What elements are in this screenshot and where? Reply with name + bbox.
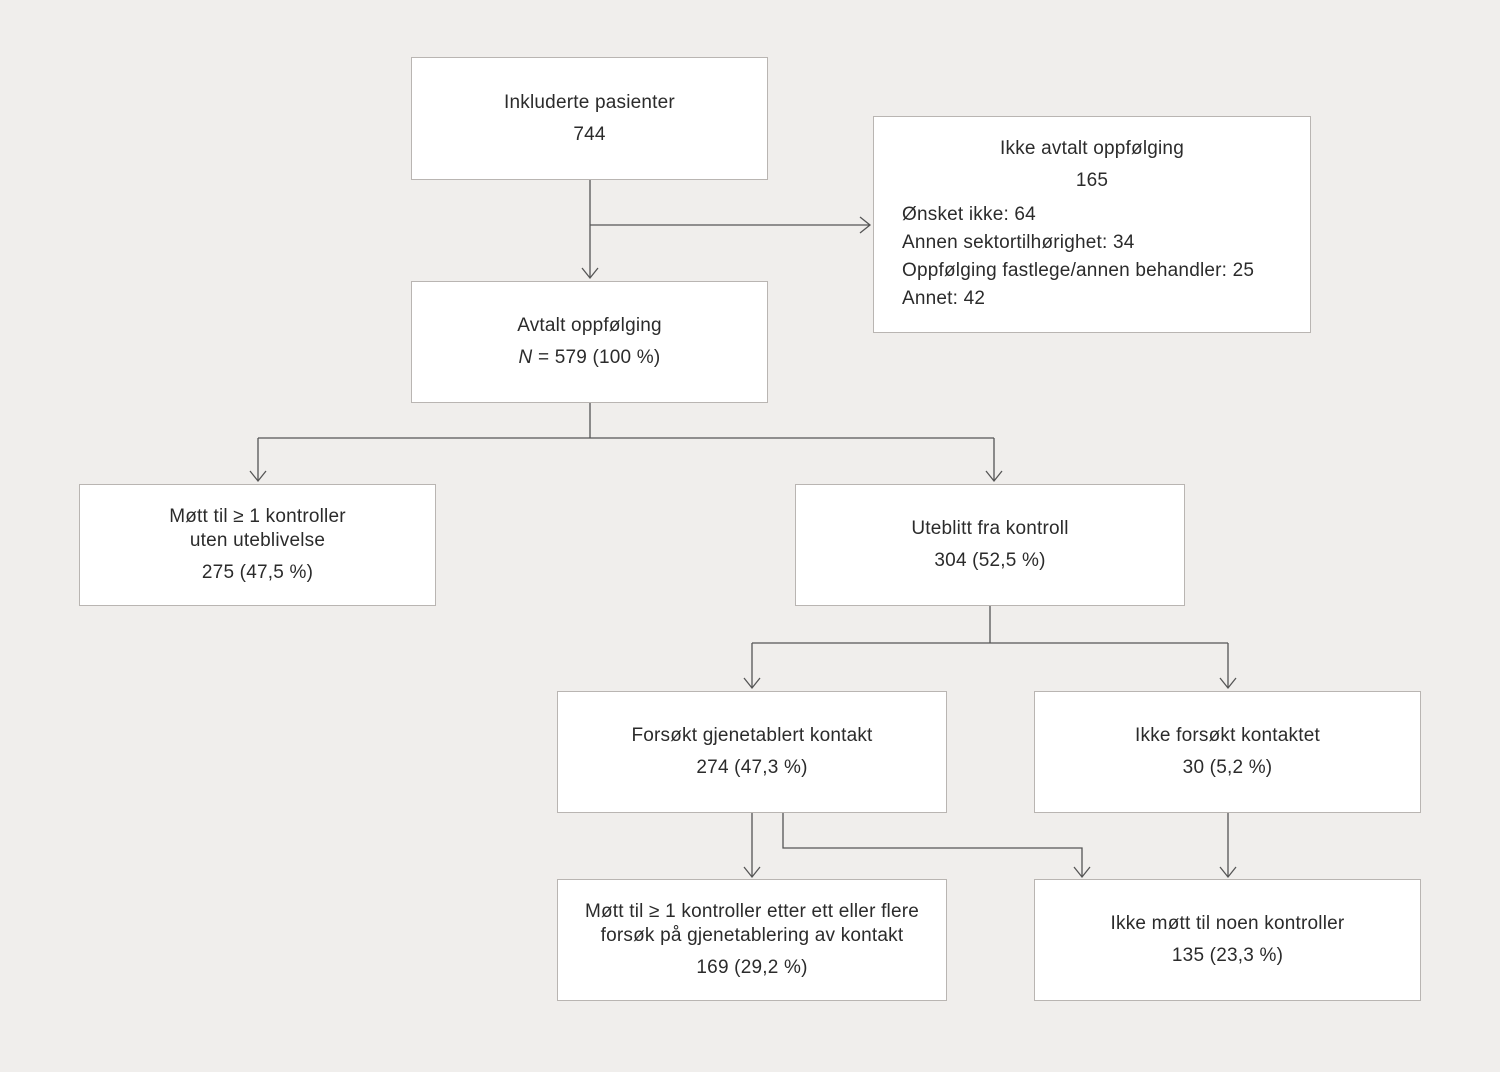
box-title: Uteblitt fra kontroll xyxy=(911,518,1069,539)
box-never-attended: Ikke møtt til noen kontroller 135 (23,3 … xyxy=(1034,879,1421,1001)
reason-list: Ønsket ikke: 64 Annen sektortilhørighet:… xyxy=(874,201,1310,313)
box-included-patients: Inkluderte pasienter 744 xyxy=(411,57,768,180)
box-missed-control: Uteblitt fra kontroll 304 (52,5 %) xyxy=(795,484,1185,606)
arrowhead xyxy=(1073,866,1091,879)
box-count: 135 (23,3 %) xyxy=(1171,945,1284,966)
reason-item: Ønsket ikke: 64 xyxy=(902,203,1036,225)
arrowhead xyxy=(249,470,267,483)
arrowhead xyxy=(985,470,1003,483)
box-attended-after-attempts: Møtt til ≥ 1 kontroller etter ett eller … xyxy=(557,879,947,1001)
box-title-line2: uten uteblivelse xyxy=(189,530,326,551)
connector-missed-split xyxy=(751,605,1229,688)
arrowhead xyxy=(581,267,599,280)
box-count: 744 xyxy=(573,123,606,145)
connector-attempted-never xyxy=(782,812,1083,877)
box-not-attempted-contact: Ikke forsøkt kontaktet 30 (5,2 %) xyxy=(1034,691,1421,813)
box-agreed-followup: Avtalt oppfølging N = 579 (100 %) xyxy=(411,281,768,403)
box-attempted-contact: Forsøkt gjenetablert kontakt 274 (47,3 %… xyxy=(557,691,947,813)
reason-item: Annen sektortilhørighet: 34 xyxy=(902,231,1135,253)
box-count: 275 (47,5 %) xyxy=(201,562,314,583)
box-title-line2: forsøk på gjenetablering av kontakt xyxy=(600,925,904,946)
n-value: = 579 (100 %) xyxy=(532,347,661,368)
reason-item: Annet: 42 xyxy=(902,287,986,309)
box-title: Ikke avtalt oppfølging xyxy=(1000,137,1184,159)
arrowhead xyxy=(743,866,761,879)
n-variable: N xyxy=(518,347,533,368)
reason-item: Oppfølging fastlege/annen behandler: 25 xyxy=(902,259,1255,281)
arrowhead xyxy=(1219,866,1237,879)
box-title: Ikke forsøkt kontaktet xyxy=(1135,725,1320,746)
box-count: 30 (5,2 %) xyxy=(1182,757,1273,778)
box-title: Avtalt oppfølging xyxy=(517,315,662,336)
box-title: Forsøkt gjenetablert kontakt xyxy=(631,725,873,746)
arrowhead xyxy=(743,677,761,690)
box-title-line1: Møtt til ≥ 1 kontroller etter ett eller … xyxy=(584,901,920,922)
box-count: 274 (47,3 %) xyxy=(696,757,808,778)
arrowhead xyxy=(859,216,872,234)
box-title: Inkluderte pasienter xyxy=(504,91,675,113)
box-not-agreed-followup: Ikke avtalt oppfølging 165 Ønsket ikke: … xyxy=(873,116,1311,333)
box-count: N = 579 (100 %) xyxy=(519,346,661,370)
box-count: 304 (52,5 %) xyxy=(934,550,1046,571)
box-title-line1: Møtt til ≥ 1 kontroller xyxy=(169,506,346,527)
connector-agreed-split xyxy=(257,402,995,481)
box-count: 169 (29,2 %) xyxy=(696,957,808,978)
box-count: 165 xyxy=(1075,169,1109,191)
box-title: Ikke møtt til noen kontroller xyxy=(1110,913,1345,934)
box-attended-without-miss: Møtt til ≥ 1 kontroller uten uteblivelse… xyxy=(79,484,436,606)
arrowhead xyxy=(1219,677,1237,690)
